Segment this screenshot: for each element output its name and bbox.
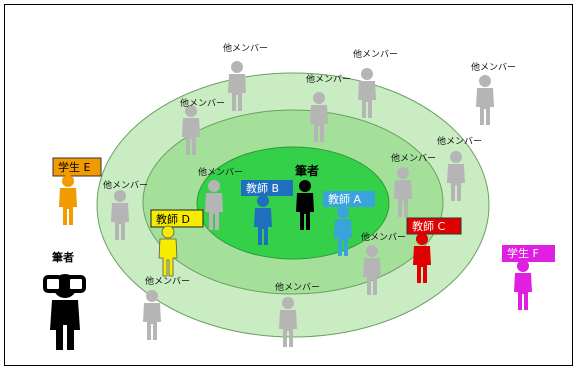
other-member-label: 他メンバー [471,61,516,73]
teacher-c-tag: 教師 C [406,217,462,235]
other-member-label: 他メンバー [198,166,243,178]
student-e-tag: 学生 E [52,157,102,177]
teacher-b-tag: 教師 B [241,180,293,196]
student-e-label: 学生 E [58,160,90,174]
student-f-figure [514,260,532,310]
other-member-label: 他メンバー [103,179,148,191]
student-f-label: 学生 F [507,246,539,260]
other-member-label: 他メンバー [353,48,398,60]
glasses-icon [43,275,86,293]
community-ring-diagram: 他メンバー 他メンバー 他メンバー 他メンバー 他メンバー 他メンバー 他メンバ… [43,42,555,350]
teacher-c-label: 教師 C [412,220,445,233]
teacher-b-label: 教師 B [246,182,279,195]
other-member-label: 他メンバー [391,152,436,164]
teacher-d-tag: 教師 D [150,209,204,228]
other-member-label: 他メンバー [361,231,406,243]
diagram-frame: 他メンバー 他メンバー 他メンバー 他メンバー 他メンバー 他メンバー 他メンバ… [4,4,573,366]
author-center-label: 筆者 [295,163,319,178]
author-left-label: 筆者 [52,250,74,264]
teacher-a-label: 教師 A [328,193,361,206]
other-member-figure [476,75,494,125]
student-e-figure [59,175,77,225]
other-member-label: 他メンバー [437,135,482,147]
other-member-label: 他メンバー [145,275,190,287]
other-member-label: 他メンバー [275,281,320,293]
teacher-a-tag: 教師 A [323,191,375,207]
student-f-tag: 学生 F [502,245,555,262]
teacher-d-label: 教師 D [156,213,190,226]
other-member-label: 他メンバー [306,73,351,85]
other-member-label: 他メンバー [180,97,225,109]
other-member-label: 他メンバー [223,42,268,54]
